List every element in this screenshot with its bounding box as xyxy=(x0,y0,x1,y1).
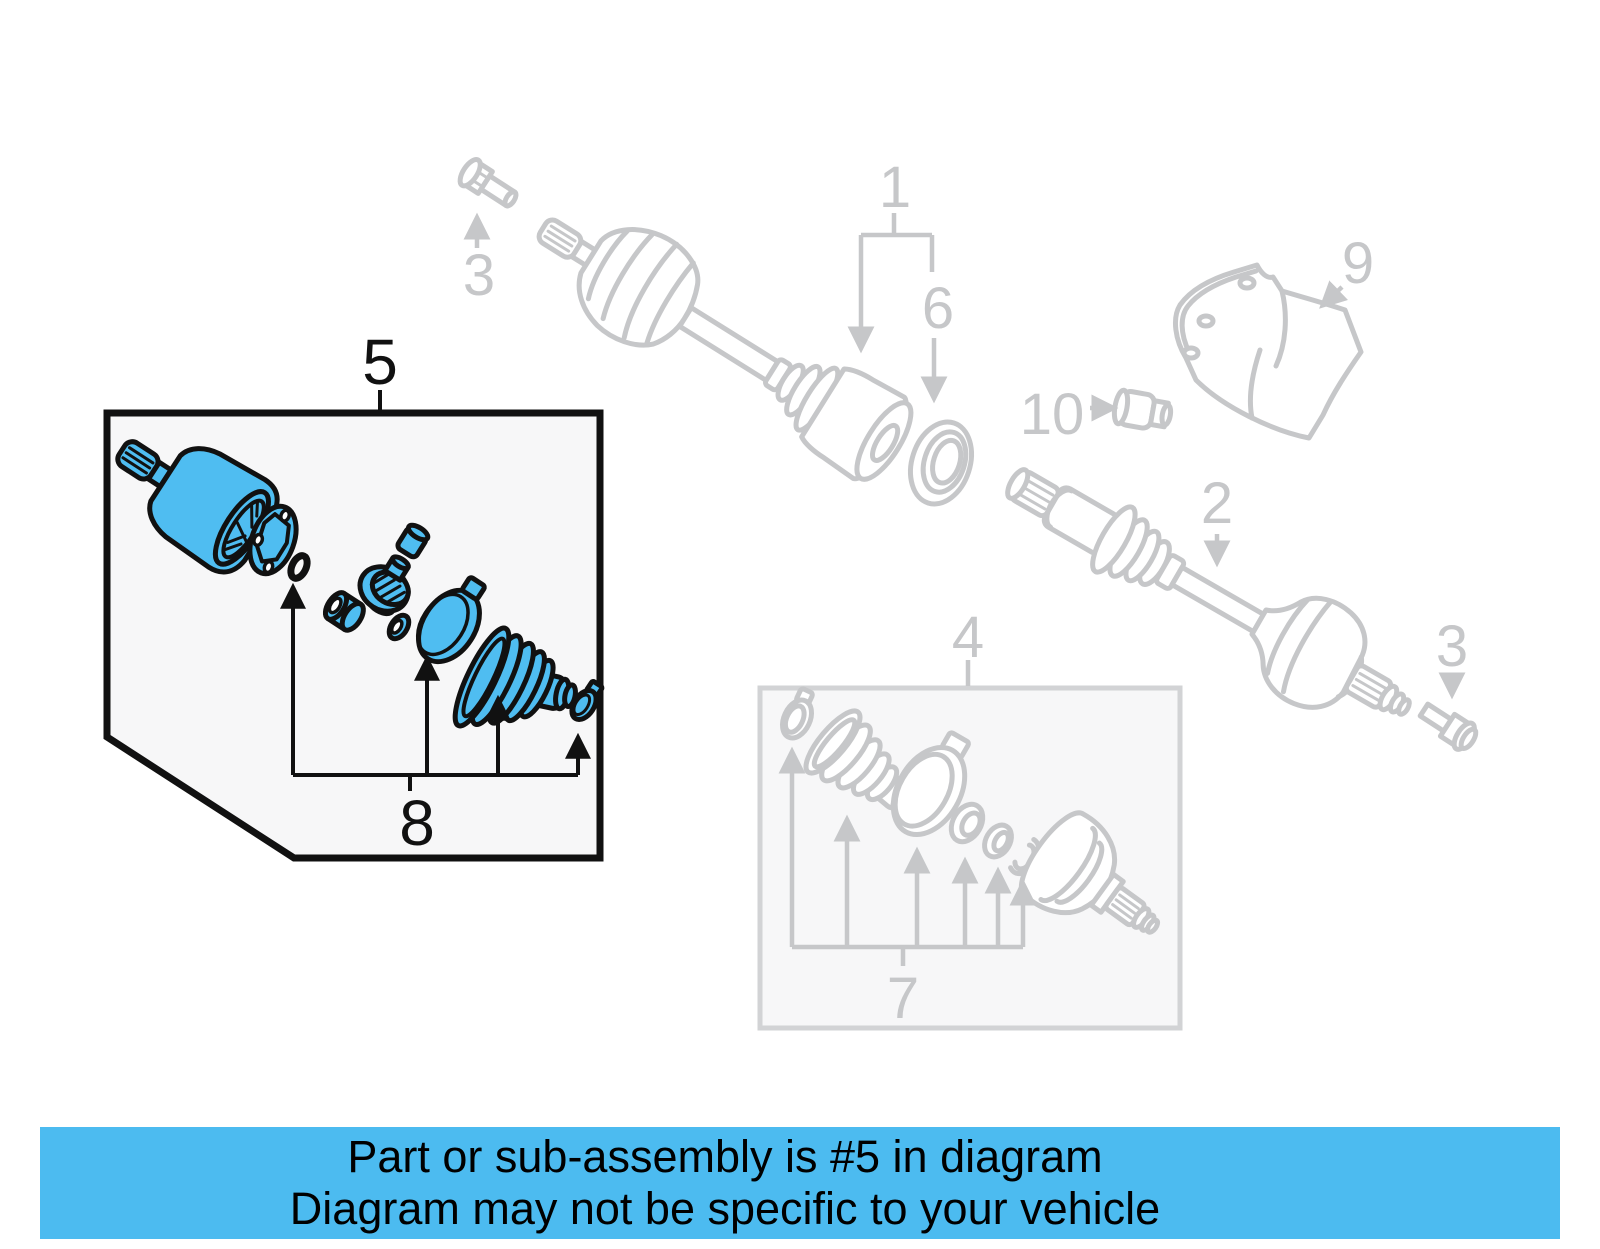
plug-10-drawing xyxy=(1111,387,1174,431)
tripod-joint-drawing xyxy=(357,522,431,617)
cv-boot-drawing xyxy=(452,625,578,729)
callout-3-upper-label: 3 xyxy=(463,243,495,308)
small-clamp-drawing xyxy=(569,679,605,722)
boot-retainer-drawing xyxy=(415,575,487,665)
bushing-drawing xyxy=(322,590,366,633)
washer-drawing xyxy=(386,612,412,642)
callout-4-label: 4 xyxy=(952,605,984,670)
callout-10-label: 10 xyxy=(1020,382,1085,447)
callout-1-bracket xyxy=(861,213,935,272)
banner-line-2: Diagram may not be specific to your vehi… xyxy=(289,1183,1161,1234)
axle-assembly-2-drawing xyxy=(1005,467,1412,717)
callout-5-label: 5 xyxy=(362,326,398,398)
callout-3-lower-label: 3 xyxy=(1436,614,1468,679)
inner-cv-joint-drawing xyxy=(115,439,280,575)
callout-1-label: 1 xyxy=(879,155,911,220)
callout-8-label: 8 xyxy=(399,787,435,859)
banner-line-1: Part or sub-assembly is #5 in diagram xyxy=(347,1131,1103,1182)
callout-7-label: 7 xyxy=(887,966,919,1031)
axle-assembly-1-drawing xyxy=(536,217,914,482)
upper-bolt-drawing xyxy=(457,157,519,209)
callout-8-bracket xyxy=(280,582,591,791)
joint-cover-plate-drawing xyxy=(247,503,299,577)
callout-2-label: 2 xyxy=(1201,471,1233,536)
snap-ring-drawing xyxy=(287,552,311,582)
info-banner: Part or sub-assembly is #5 in diagram Di… xyxy=(40,1127,1560,1239)
callout-9-label: 9 xyxy=(1342,231,1374,296)
callout-9-arrow xyxy=(1319,280,1348,309)
heat-shield-9-drawing xyxy=(1172,262,1364,441)
lower-bolt-drawing xyxy=(1417,701,1479,752)
callout-7-bracket xyxy=(778,746,1037,966)
seal-ring-6-drawing xyxy=(908,419,974,507)
inner-cv-joint-kit-drawing xyxy=(115,439,605,729)
outer-boot-kit-drawing xyxy=(779,686,1161,935)
callout-6-label: 6 xyxy=(922,276,954,341)
